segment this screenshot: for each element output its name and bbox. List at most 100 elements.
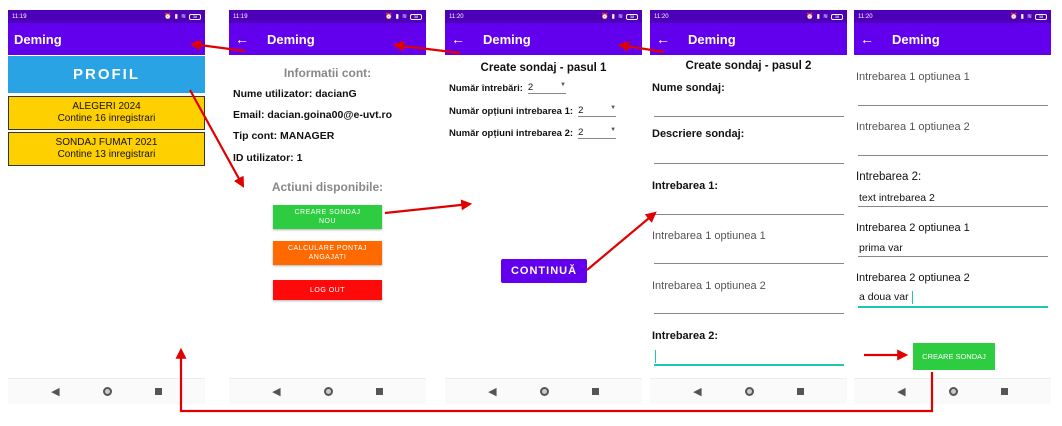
continue-button[interactable]: CONTINUĂ [501,259,587,283]
q1-option1-input[interactable]: Intrebarea 1 optiunea 1 [856,71,970,83]
survey-name-label: Nume sondaj: [652,82,725,94]
q2-option1-input[interactable]: prima var [859,242,903,254]
wifi-icon: ≋ [401,14,407,20]
question2-input[interactable]: text intrebarea 2 [859,192,935,204]
back-arrow-icon[interactable]: ← [451,31,465,47]
nav-recents-icon[interactable] [154,388,162,395]
q1-option2-underline [858,155,1048,156]
back-arrow-icon[interactable]: ← [656,31,670,47]
calculate-payroll-button[interactable]: CALCULARE PONTAJ ANGAJATI [273,241,382,265]
options-q2-label: Număr opțiuni intrebarea 2: [449,127,574,139]
question2-label: Intrebarea 2: [652,330,719,342]
nav-back-icon[interactable]: ◀ [897,386,906,398]
alarm-icon: ⏰ [1010,14,1018,20]
options-q2-spinner[interactable]: 2 ▼ [578,127,617,139]
survey-name-input[interactable] [654,116,844,117]
app-bar: ← Deming [650,23,847,55]
system-nav-bar: ◀ [854,378,1051,404]
email-text: Email: dacian.goina00@e-uvt.ro [233,109,393,121]
app-bar: ← Deming [229,23,426,55]
status-bar: 11:20 ⏰ ▮ ≋ 38 [854,10,1051,23]
nav-back-icon[interactable]: ◀ [51,386,60,398]
step-title: Create sondaj - pasul 2 [685,60,812,72]
screen-create-step1: 11:20 ⏰ ▮ ≋ 38 ← Deming Create sondaj - … [445,10,642,404]
nav-recents-icon[interactable] [375,388,383,395]
question2-input[interactable] [654,364,844,366]
battery-icon: 38 [1035,13,1047,20]
options-q1-spinner[interactable]: 2 ▼ [578,105,617,117]
dropdown-caret-icon: ▼ [559,82,566,88]
logout-button[interactable]: LOG OUT [273,280,382,300]
nav-home-icon[interactable] [539,387,549,396]
survey-description-label: Descriere sondaj: [652,128,745,140]
status-bar: 11:20 ⏰ ▮ ≋ 38 [650,10,847,23]
q1-option2-underline [654,313,844,314]
create-survey-submit-button[interactable]: CREARE SONDAJ [913,343,995,370]
username-text: Nume utilizator: dacianG [233,88,357,100]
app-bar: ← Deming [854,23,1051,55]
alarm-icon: ⏰ [164,14,172,20]
text-cursor [912,291,913,304]
question1-input[interactable] [654,214,844,215]
nav-back-icon[interactable]: ◀ [272,386,281,398]
dropdown-caret-icon: ▼ [610,105,617,111]
battery-icon: 38 [410,13,422,20]
nav-recents-icon[interactable] [591,388,599,395]
signal-icon: ▮ [395,14,399,20]
nav-home-icon[interactable] [948,387,958,396]
nav-home-icon[interactable] [323,387,333,396]
actions-title: Actiuni disponibile: [271,180,384,194]
nav-back-icon[interactable]: ◀ [488,386,497,398]
app-bar: ← Deming [445,23,642,55]
status-time: 11:20 [858,13,873,20]
status-bar: 11:19 ⏰ ▮ ≋ 38 [229,10,426,23]
signal-icon: ▮ [611,14,615,20]
survey-list-item[interactable]: SONDAJ FUMAT 2021 Contine 13 inregistrar… [8,132,205,166]
app-title: Deming [267,31,315,47]
survey-list-item[interactable]: ALEGERI 2024 Contine 16 inregistrari [8,96,205,130]
num-questions-label: Număr întrebări: [449,82,523,94]
app-title: Deming [688,31,736,47]
signal-icon: ▮ [1020,14,1024,20]
alarm-icon: ⏰ [601,14,609,20]
status-time: 11:20 [449,13,464,20]
survey-description-input[interactable] [654,163,844,164]
system-nav-bar: ◀ [8,378,205,404]
user-id-text: ID utilizator: 1 [233,152,303,164]
options-q1-row: Număr opțiuni intrebarea 1: 2 ▼ [449,105,617,117]
screen-profile: 11:19 ⏰ ▮ ≋ 38 ← Deming Informatii cont:… [229,10,426,404]
survey-count: Contine 13 inregistrari [57,149,156,160]
q1-option1-input[interactable]: Intrebarea 1 optiunea 1 [652,230,766,242]
q1-option2-input[interactable]: Intrebarea 1 optiunea 2 [856,121,970,133]
app-title: Deming [14,31,62,47]
nav-recents-icon[interactable] [796,388,804,395]
q1-option1-underline [654,263,844,264]
q2-option2-input[interactable]: a doua var [859,291,909,303]
q2-option1-label: Intrebarea 2 optiunea 1 [856,222,970,234]
screen-create-step2: 11:20 ⏰ ▮ ≋ 38 ← Deming Create sondaj - … [650,10,847,404]
app-bar: Deming [8,23,205,55]
wifi-icon: ≋ [180,14,186,20]
system-nav-bar: ◀ [445,378,642,404]
back-arrow-icon[interactable]: ← [860,31,874,47]
nav-home-icon[interactable] [102,387,112,396]
system-nav-bar: ◀ [650,378,847,404]
create-survey-button[interactable]: CREARE SONDAJ NOU [273,205,382,229]
nav-back-icon[interactable]: ◀ [693,386,702,398]
q1-option2-input[interactable]: Intrebarea 1 optiunea 2 [652,280,766,292]
num-questions-spinner[interactable]: 2 ▼ [527,82,566,94]
screen-home: 11:19 ⏰ ▮ ≋ 38 Deming PROFIL ALEGERI 202… [8,10,205,404]
account-info-title: Informatii cont: [283,66,372,80]
step-title: Create sondaj - pasul 1 [480,62,607,74]
status-bar: 11:19 ⏰ ▮ ≋ 38 [8,10,205,23]
account-type-text: Tip cont: MANAGER [233,130,335,142]
nav-recents-icon[interactable] [1000,388,1008,395]
status-bar: 11:20 ⏰ ▮ ≋ 38 [445,10,642,23]
back-arrow-icon[interactable]: ← [235,31,249,47]
nav-home-icon[interactable] [744,387,754,396]
app-title: Deming [892,31,940,47]
signal-icon: ▮ [816,14,820,20]
profile-button[interactable]: PROFIL [8,56,205,93]
q2-option2-underline [858,306,1048,308]
question1-label: Intrebarea 1: [652,180,719,192]
